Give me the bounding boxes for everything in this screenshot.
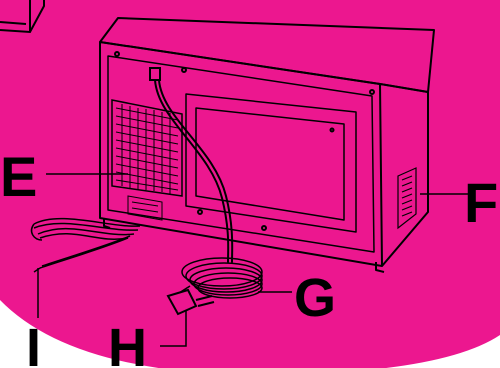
callout-g: G xyxy=(294,268,336,328)
callout-f: F xyxy=(464,171,498,234)
callout-i: I xyxy=(26,318,41,368)
callout-h: H xyxy=(108,318,147,368)
callout-e: E xyxy=(0,145,37,208)
